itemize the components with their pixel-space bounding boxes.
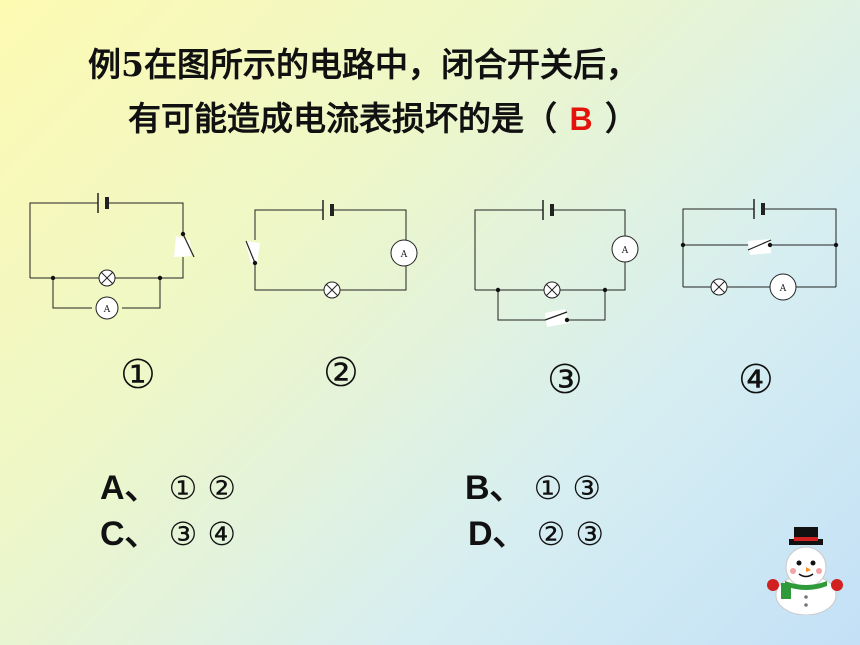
switch-icon (747, 239, 772, 255)
ammeter-symbol: A (400, 250, 408, 260)
ammeter-icon: A (390, 239, 418, 267)
option-b-letter: B、 (465, 469, 524, 507)
ammeter-symbol: A (621, 246, 629, 256)
option-c-choices: ③ ④ (168, 515, 237, 553)
question-line-2-text: 有可能造成电流表损坏的是（ (128, 99, 557, 138)
circuit-3-label: ③ (547, 357, 583, 403)
battery-icon (97, 193, 109, 213)
question-line-1: 例5在图所示的电路中，闭合开关后， (88, 45, 639, 84)
lamp-icon (98, 269, 116, 287)
option-d-choices: ② ③ (536, 515, 605, 553)
lamp-icon (543, 281, 561, 299)
battery-icon (322, 200, 334, 220)
question-line-2: 有可能造成电流表损坏的是（ B ） (128, 92, 638, 140)
option-b: B、① ③ (465, 460, 601, 509)
snowman-icon (767, 527, 843, 615)
circuit-4-label: ④ (738, 357, 774, 403)
option-d-letter: D、 (468, 515, 527, 553)
switch-icon (245, 240, 260, 265)
option-c-letter: C、 (100, 515, 159, 553)
option-a: A、① ② (100, 460, 236, 509)
circuit-1-label: ① (120, 352, 156, 398)
ammeter-icon: A (95, 296, 119, 320)
switch-icon (174, 233, 195, 258)
ammeter-symbol: A (103, 305, 111, 315)
question-line-2-close: ） (605, 99, 638, 138)
circuit-3-diagram: A (474, 200, 639, 327)
circuit-2-diagram: A (245, 200, 418, 299)
circuit-4-diagram: A (680, 199, 839, 301)
circuit-1-diagram: A (29, 193, 195, 320)
battery-icon (542, 200, 554, 220)
option-a-choices: ① ② (168, 469, 237, 507)
circuit-2-label: ② (323, 350, 359, 396)
switch-icon (544, 309, 569, 327)
option-a-letter: A、 (100, 469, 159, 507)
ammeter-icon: A (611, 235, 639, 263)
lamp-icon (710, 278, 728, 296)
lamp-icon (323, 281, 341, 299)
option-c: C、③ ④ (100, 506, 236, 555)
answer-letter: B (569, 101, 593, 137)
ammeter-symbol: A (779, 284, 787, 294)
option-b-choices: ① ③ (533, 469, 602, 507)
option-d: D、② ③ (468, 506, 604, 555)
battery-icon (753, 199, 765, 219)
ammeter-icon: A (769, 273, 797, 301)
